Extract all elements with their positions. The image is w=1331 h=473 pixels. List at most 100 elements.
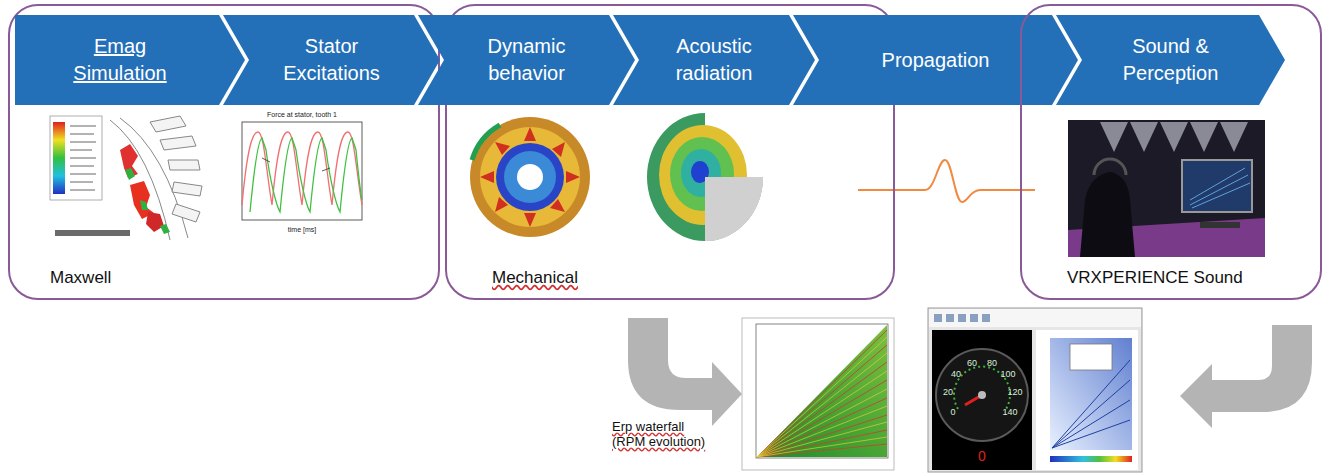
- plot-caption: Erp waterfall (RPM evolution): [612, 420, 717, 450]
- gauge-number: 40: [951, 369, 961, 379]
- plot-axes: [756, 324, 888, 458]
- chevron-fill: [418, 15, 635, 105]
- plot-frame: [742, 318, 894, 470]
- gauge-number: 0: [978, 448, 986, 464]
- step-label: Dynamic behavior: [471, 33, 583, 87]
- sphere-cut: [705, 177, 763, 241]
- gauge-number: 100: [1000, 369, 1015, 379]
- chart-axes: [242, 122, 362, 220]
- chevron-shape: [1056, 15, 1285, 105]
- gauge-number: 20: [943, 387, 953, 397]
- step-label: Acoustic radiation: [658, 33, 770, 87]
- chevron-text-area: Sound & Perception: [1082, 15, 1259, 105]
- emag-picture: [50, 116, 202, 240]
- chevron-fill: [15, 15, 245, 105]
- step-label: Stator Excitations: [276, 33, 388, 87]
- tangential-force-curve: [250, 138, 362, 212]
- geometry-line: [110, 118, 188, 240]
- gauge-number: 140: [1002, 407, 1017, 417]
- gauge-number: 0: [950, 407, 955, 417]
- chevron-text-area: Acoustic radiation: [639, 15, 789, 105]
- chevron-shape: [418, 15, 635, 105]
- window-frame: [928, 308, 1142, 472]
- stator-yoke: [480, 127, 580, 227]
- stator-tooth: [480, 127, 580, 227]
- process-chevron: Sound & Perception: [1056, 15, 1285, 105]
- player-screenshot: [928, 308, 1142, 472]
- listener: [1080, 172, 1135, 257]
- gauge-number: 80: [987, 358, 997, 368]
- speed-dial: [936, 349, 1028, 441]
- gauge-number: 120: [1007, 387, 1022, 397]
- chart-ground: [226, 110, 378, 240]
- chevron-fill: [1056, 15, 1285, 105]
- needle-hub: [978, 391, 986, 399]
- group-box: VRXPERIENCE Sound Sound & Perception: [1020, 4, 1322, 300]
- chevron-shape: [15, 15, 245, 105]
- chevron-text-area: Emag Simulation: [21, 15, 219, 105]
- toolbar-icon: [934, 314, 990, 322]
- sphere-cut: [705, 177, 763, 241]
- step-label: Emag Simulation: [64, 33, 176, 87]
- toolbar: [929, 309, 1141, 327]
- process-chevron: Emag Simulation: [15, 15, 245, 105]
- flow-arrow: [1180, 325, 1312, 428]
- mode-shade: [472, 125, 500, 160]
- rotor-ring: [504, 151, 556, 203]
- chart-text: Force at stator, tooth 1: [267, 111, 337, 119]
- group-box: Maxwell Emag Simulation Stator Excitations: [8, 4, 440, 300]
- photo-ground: [1068, 120, 1265, 257]
- chart-text: time [ms]: [288, 226, 316, 234]
- chevron-shape: [223, 15, 440, 105]
- chevron-text-area: Stator Excitations: [249, 15, 414, 105]
- curve-pointer: [262, 158, 330, 171]
- popup: [1070, 344, 1112, 370]
- color-bar: [53, 122, 65, 194]
- gauge-panel: [932, 330, 1032, 470]
- order-line: [757, 330, 887, 457]
- process-chevron: Acoustic radiation: [613, 15, 815, 105]
- pulse-wave: [858, 160, 1035, 202]
- color-bar: [1050, 456, 1132, 462]
- step-label: Propagation: [882, 47, 990, 74]
- step-label: Sound & Perception: [1115, 33, 1227, 87]
- gauge-number: 60: [967, 358, 977, 368]
- stator-bore: [496, 143, 564, 211]
- chevron-shape: [613, 15, 815, 105]
- process-chevron: Stator Excitations: [223, 15, 440, 105]
- flow-arrow: [628, 318, 742, 426]
- legend-lines: [70, 126, 96, 190]
- spectrogram-line: [1052, 360, 1130, 448]
- keyboard: [1200, 222, 1240, 228]
- scale-bar: [55, 230, 130, 236]
- sphere-shell: [647, 113, 763, 241]
- stator-outer: [470, 117, 590, 237]
- field-blob: [125, 168, 170, 234]
- headphones: [1094, 159, 1126, 175]
- chevron-text-area: Dynamic behavior: [444, 15, 609, 105]
- radiation-sphere-picture: [647, 113, 763, 241]
- spectrogram: [1050, 338, 1132, 450]
- waterfall-plot: [742, 318, 894, 470]
- group-label: Maxwell: [50, 268, 111, 288]
- force-chart: [226, 110, 378, 240]
- stator-mode-picture: [470, 117, 590, 237]
- monitor-plot: [1190, 168, 1250, 208]
- chevron-text-area: Propagation: [819, 15, 1052, 105]
- shaft-hole: [517, 164, 543, 190]
- process-chevron: Dynamic behavior: [418, 15, 635, 105]
- legend-frame: [50, 116, 102, 200]
- order-line: [757, 337, 887, 457]
- spectrum-panel: [1036, 330, 1138, 470]
- field-blob: [146, 212, 164, 232]
- monitor: [1182, 160, 1252, 212]
- foam-wedge: [1100, 122, 1248, 152]
- stator-slot: [150, 116, 202, 222]
- group-label: VRXPERIENCE Sound: [1067, 268, 1243, 288]
- chevron-fill: [223, 15, 440, 105]
- waterfall-fill: [757, 325, 887, 457]
- chevron-fill: [613, 15, 815, 105]
- listening-room-photo: [1068, 120, 1265, 257]
- chevron-fill: [793, 15, 1078, 105]
